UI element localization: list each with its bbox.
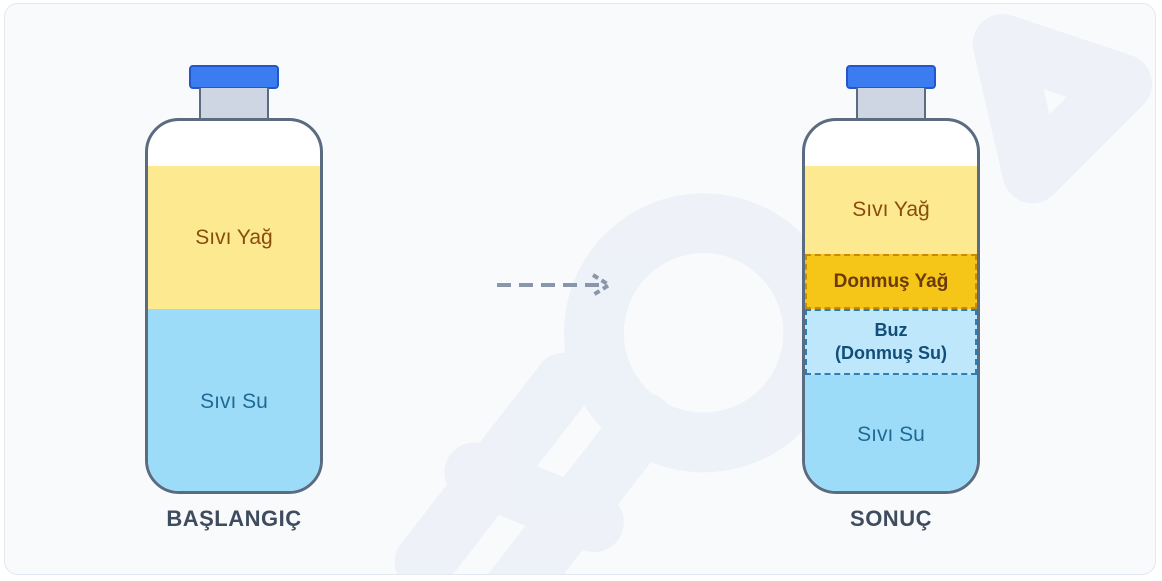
ice-layer: Buz (Donmuş Su) <box>805 309 977 375</box>
liquid-oil-layer: Sıvı Yağ <box>805 166 977 254</box>
diagram-panel: Sıvı Yağ Sıvı Su BAŞLANGIÇ Sıvı Yağ Donm… <box>4 3 1156 575</box>
bottle-cap <box>189 65 279 89</box>
frozen-oil-layer: Donmuş Yağ <box>805 254 977 309</box>
ice-label: Buz <box>874 320 908 340</box>
liquid-oil-label: Sıvı Yağ <box>195 225 273 249</box>
liquid-oil-label: Sıvı Yağ <box>852 198 930 221</box>
bottle-body: Sıvı Yağ Donmuş Yağ Buz (Donmuş Su) Sıvı… <box>802 118 980 494</box>
transition-arrow <box>497 273 613 297</box>
ice-sublabel: (Donmuş Su) <box>835 343 947 363</box>
bottle-neck <box>199 88 269 122</box>
initial-caption: BAŞLANGIÇ <box>166 506 302 531</box>
frozen-oil-label: Donmuş Yağ <box>833 270 949 292</box>
liquid-water-layer: Sıvı Su <box>148 309 320 491</box>
liquid-water-label: Sıvı Su <box>857 422 925 446</box>
liquid-water-label: Sıvı Su <box>200 389 268 413</box>
result-caption: SONUÇ <box>850 506 932 531</box>
bottle-body: Sıvı Yağ Sıvı Su <box>145 118 323 494</box>
liquid-oil-layer: Sıvı Yağ <box>148 166 320 309</box>
bottle-neck <box>856 88 926 122</box>
bottle-cap <box>846 65 936 89</box>
liquid-water-layer: Sıvı Su <box>805 375 977 491</box>
